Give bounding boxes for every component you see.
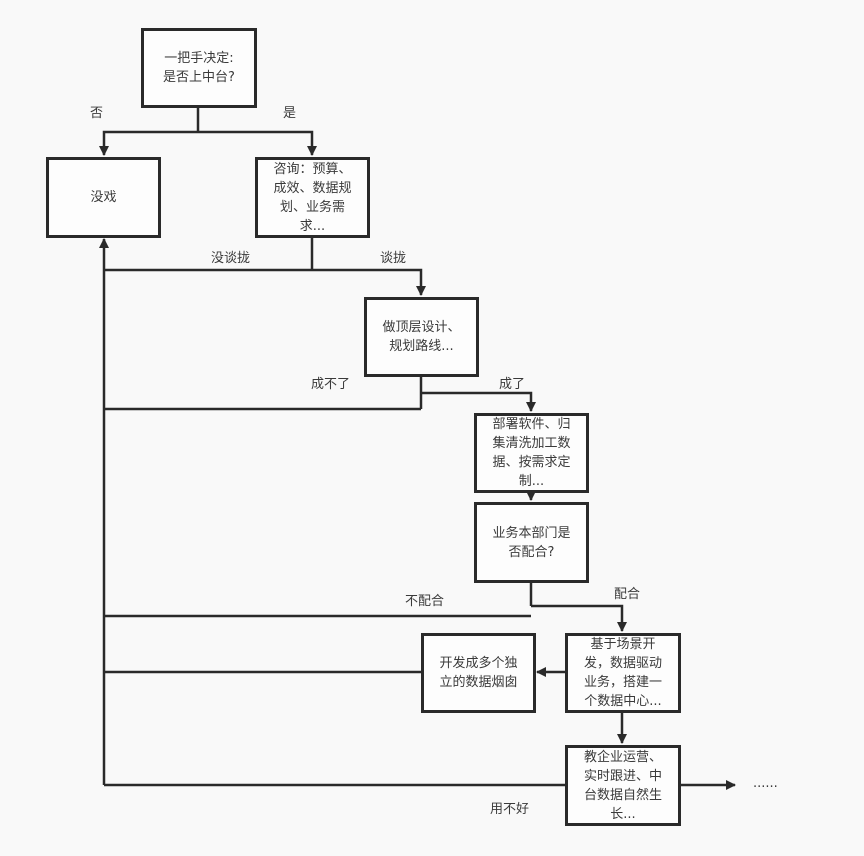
edge-cooperate-yes [531, 604, 627, 632]
edge-yes-to-consult [198, 130, 317, 156]
node-cooperate-question[interactable]: 业务本部门是 否配合? [474, 502, 589, 583]
edge-label-not-cooperate: 不配合 [405, 594, 445, 609]
node-consult[interactable]: 咨询：预算、 成效、数据规 划、业务需 求... [255, 157, 370, 238]
edge-consult-agreed [312, 268, 426, 296]
node-scenario-dev[interactable]: 基于场景开 发，数据驱动 业务，搭建一 个数据中心... [565, 633, 681, 713]
edge-label-cooperate: 配合 [614, 587, 641, 602]
edge-label-succeeded: 成了 [499, 377, 526, 392]
edge-no-to-nodeal [99, 130, 198, 156]
edge-label-no: 否 [90, 106, 104, 121]
edge-label-failed: 成不了 [311, 377, 351, 392]
node-decision-top[interactable]: 一把手决定: 是否上中台? [141, 28, 257, 108]
edge-design-success [421, 391, 536, 412]
edge-label-not-agreed: 没谈拢 [211, 251, 251, 266]
node-data-silos[interactable]: 开发成多个独 立的数据烟囱 [421, 633, 536, 713]
edge-label-misuse: 用不好 [490, 802, 530, 817]
edge-label-agreed: 谈拢 [380, 251, 407, 266]
continuation-ellipsis: ...... [753, 776, 778, 791]
node-teach-operate[interactable]: 教企业运营、 实时跟进、中 台数据自然生 长... [565, 745, 681, 826]
edge-label-yes: 是 [283, 106, 297, 121]
node-no-deal[interactable]: 没戏 [46, 157, 161, 238]
node-top-design[interactable]: 做顶层设计、 规划路线... [364, 297, 479, 377]
node-deploy[interactable]: 部署软件、归 集清洗加工数 据、按需求定 制... [474, 413, 589, 493]
